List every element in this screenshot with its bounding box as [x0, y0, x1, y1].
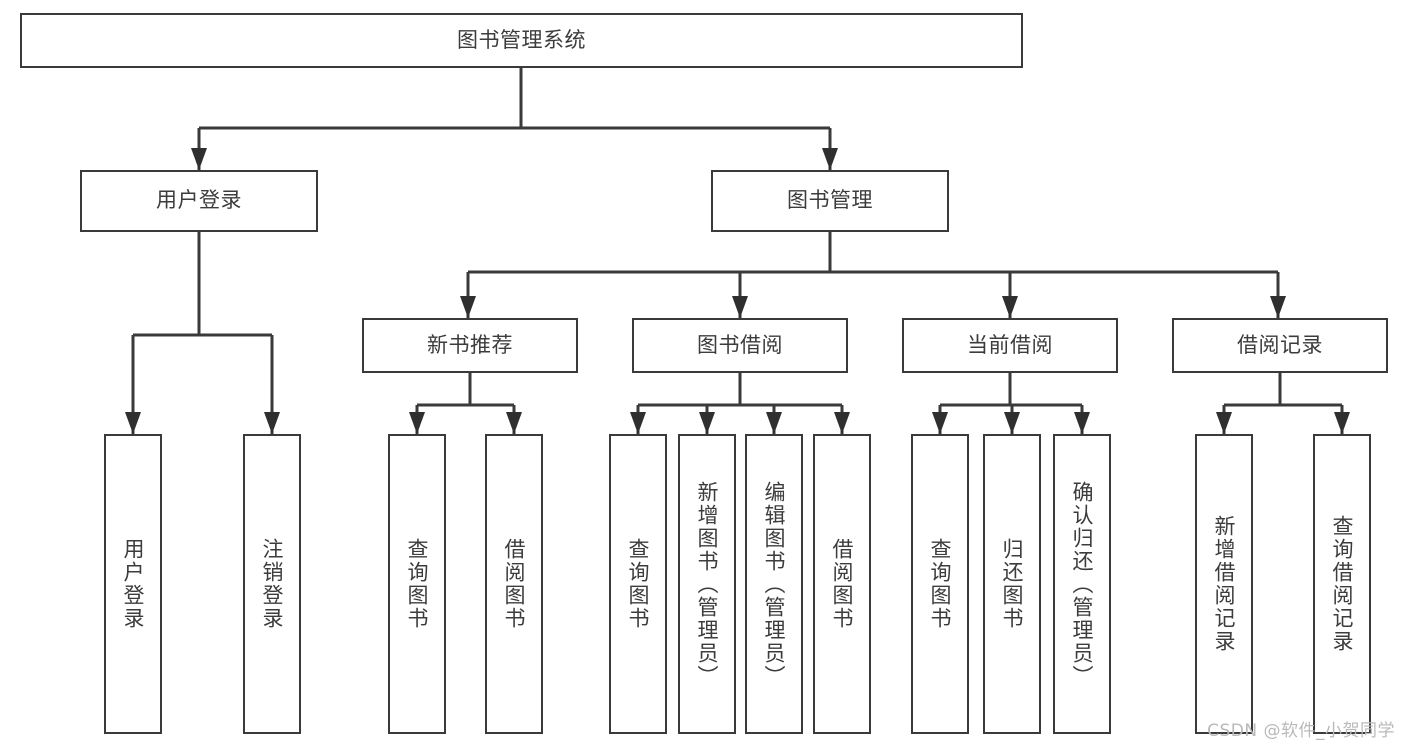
- node-label: 新增借阅记录: [1212, 515, 1237, 653]
- connector-12: [738, 373, 782, 434]
- node-label: 查询图书: [928, 538, 953, 630]
- node-label: 借阅图书: [502, 538, 527, 630]
- node-label: 当前借阅: [967, 332, 1053, 357]
- node-label: 归还图书: [1000, 538, 1025, 630]
- node-label: 查询图书: [405, 538, 430, 630]
- node-label: 注销登录: [260, 538, 285, 630]
- node-label: 新书推荐: [427, 332, 513, 357]
- node-leaf-1[interactable]: 注销登录: [243, 434, 301, 734]
- node-leaf-12[interactable]: 查询借阅记录: [1313, 434, 1371, 734]
- connector-6: [828, 232, 1018, 318]
- connector-14: [932, 373, 1012, 434]
- connector-3: [197, 232, 280, 434]
- node-label: 图书借阅: [697, 332, 783, 357]
- connector-9: [468, 373, 522, 434]
- node-level2-0[interactable]: 用户登录: [80, 170, 318, 232]
- node-label: 查询图书: [626, 538, 651, 630]
- node-label: 用户登录: [156, 188, 242, 213]
- node-level2-1[interactable]: 图书管理: [711, 170, 949, 232]
- node-label: 确认归还（管理员）: [1070, 480, 1095, 688]
- node-label: 借阅记录: [1237, 332, 1323, 357]
- node-label: 借阅图书: [830, 538, 855, 630]
- connector-10: [630, 373, 742, 434]
- connector-8: [409, 373, 472, 434]
- node-label: 用户登录: [121, 538, 146, 630]
- node-leaf-8[interactable]: 查询图书: [911, 434, 969, 734]
- node-leaf-9[interactable]: 归还图书: [983, 434, 1041, 734]
- node-leaf-5[interactable]: 新增图书（管理员）: [678, 434, 736, 734]
- node-leaf-2[interactable]: 查询图书: [388, 434, 446, 734]
- node-level3-1[interactable]: 图书借阅: [632, 318, 848, 373]
- connector-17: [1216, 373, 1282, 434]
- node-leaf-10[interactable]: 确认归还（管理员）: [1053, 434, 1111, 734]
- watermark-label: CSDN @软件_小贺同学: [1207, 721, 1395, 741]
- connector-7: [828, 232, 1286, 318]
- node-leaf-4[interactable]: 查询图书: [609, 434, 667, 734]
- connector-15: [1004, 373, 1020, 434]
- node-leaf-6[interactable]: 编辑图书（管理员）: [745, 434, 803, 734]
- node-leaf-11[interactable]: 新增借阅记录: [1195, 434, 1253, 734]
- node-leaf-0[interactable]: 用户登录: [104, 434, 162, 734]
- connector-11: [699, 373, 742, 434]
- connector-0: [191, 68, 523, 170]
- connector-5: [732, 232, 832, 318]
- node-label: 新增图书（管理员）: [695, 480, 720, 688]
- node-leaf-3[interactable]: 借阅图书: [485, 434, 543, 734]
- node-leaf-7[interactable]: 借阅图书: [813, 434, 871, 734]
- node-root[interactable]: 图书管理系统: [20, 13, 1023, 68]
- connector-18: [1278, 373, 1350, 434]
- connector-2: [125, 232, 201, 434]
- connector-1: [519, 68, 838, 170]
- node-level3-2[interactable]: 当前借阅: [902, 318, 1118, 373]
- node-level3-0[interactable]: 新书推荐: [362, 318, 578, 373]
- connector-4: [460, 232, 832, 318]
- node-label: 图书管理: [787, 188, 873, 213]
- connector-16: [1008, 373, 1090, 434]
- node-label: 查询借阅记录: [1330, 515, 1355, 653]
- node-level3-3[interactable]: 借阅记录: [1172, 318, 1388, 373]
- node-label: 编辑图书（管理员）: [762, 480, 787, 688]
- node-label: 图书管理系统: [457, 27, 586, 52]
- connector-13: [738, 373, 850, 434]
